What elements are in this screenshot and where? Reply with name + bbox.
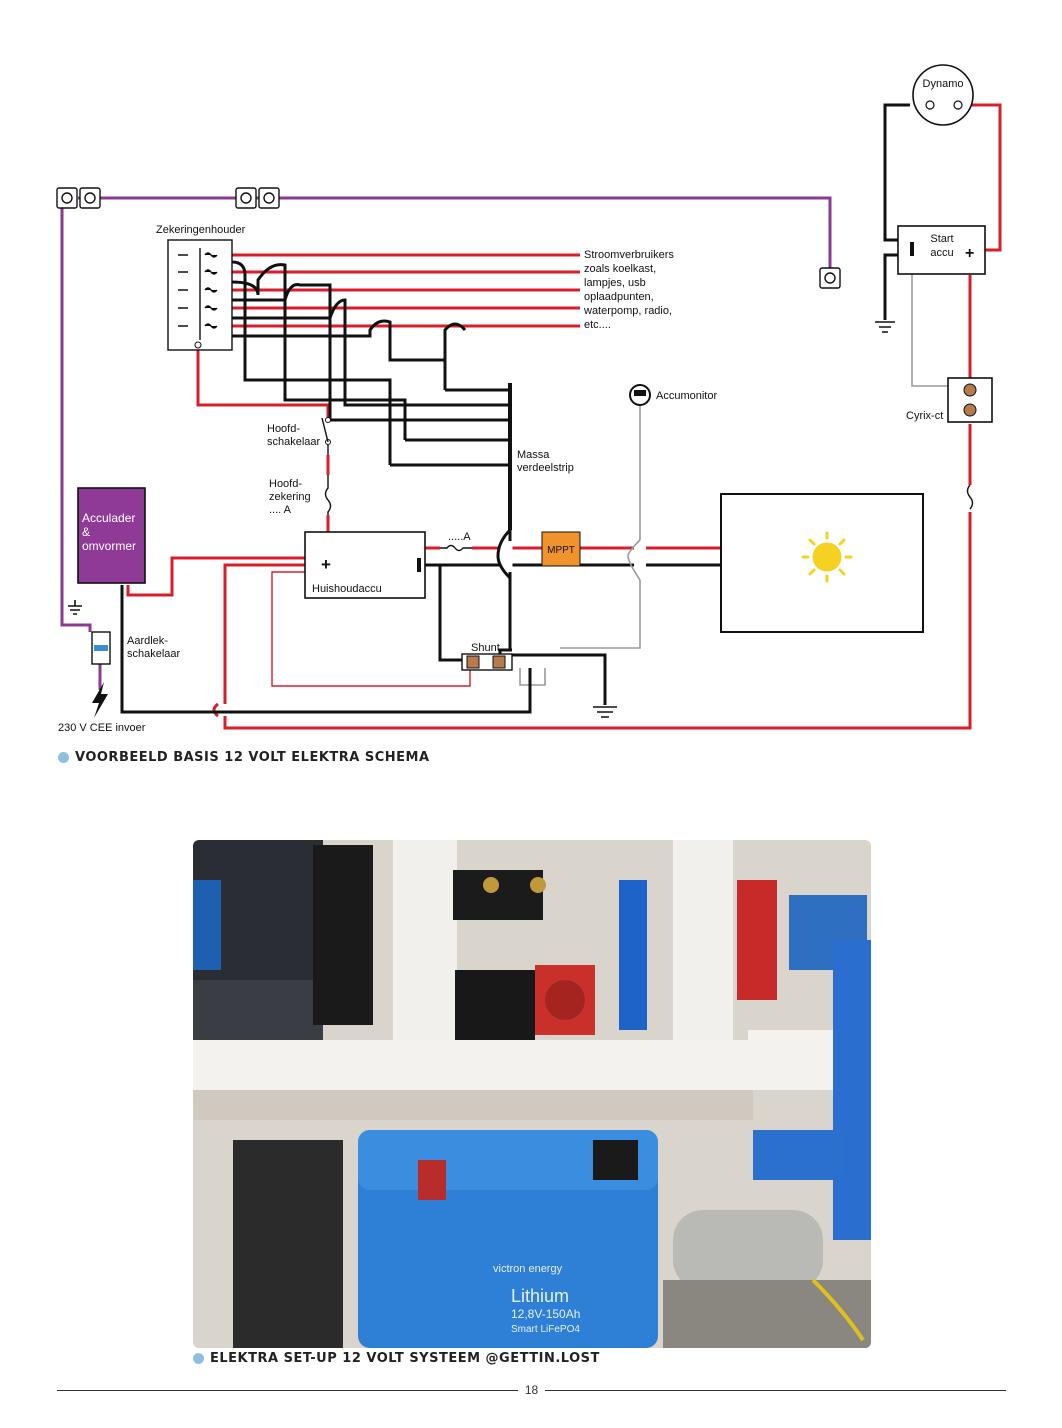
start-accu-label-2: accu xyxy=(930,247,953,259)
wall-sockets xyxy=(56,187,841,289)
shunt-label: Shunt xyxy=(471,642,500,654)
dynamo-label: Dynamo xyxy=(923,78,964,90)
footer-rule xyxy=(545,1390,1006,1391)
mppt-controller: MPPT xyxy=(541,531,581,567)
svg-text:.....A: .....A xyxy=(448,531,471,543)
svg-text:schakelaar: schakelaar xyxy=(127,648,181,660)
main-fuse: Hoofd- zekering .... A xyxy=(269,475,332,516)
fuse-holder: Zekeringenhouder xyxy=(156,224,246,351)
page-number: 18 xyxy=(524,1383,539,1397)
svg-text:12,8V-150Ah: 12,8V-150Ah xyxy=(511,1307,580,1321)
bullet-icon xyxy=(193,1353,204,1364)
ground-symbol xyxy=(68,321,895,718)
cyrix-ct: Cyrix-ct xyxy=(906,377,993,423)
solar-panel xyxy=(720,493,924,633)
installation-photo: victron energy Lithium 12,8V-150Ah Smart… xyxy=(193,840,871,1348)
svg-text:Stroomverbruikers: Stroomverbruikers xyxy=(584,249,674,261)
consumers-label: Stroomverbruikers zoals koelkast, lampje… xyxy=(583,249,674,331)
photo-caption: ELEKTRA SET-UP 12 VOLT SYSTEEM @GETTIN.L… xyxy=(193,1351,600,1366)
cyrix-label: Cyrix-ct xyxy=(906,410,943,422)
svg-text:MPPT: MPPT xyxy=(547,545,575,556)
inline-fuse: .....A xyxy=(440,531,472,552)
ac-wiring xyxy=(60,196,832,690)
shunt: Shunt xyxy=(461,642,513,671)
lightning-icon xyxy=(92,682,108,718)
svg-text:Lithium: Lithium xyxy=(511,1286,569,1306)
svg-text:Hoofd-: Hoofd- xyxy=(269,478,302,490)
accumonitor: Accumonitor xyxy=(629,384,717,406)
start-battery: Start accu + xyxy=(897,225,986,275)
svg-text:zoals koelkast,: zoals koelkast, xyxy=(584,263,656,275)
cee-label: 230 V CEE invoer xyxy=(58,722,146,734)
house-battery: + Huishoudaccu xyxy=(304,531,426,599)
svg-text:waterpomp, radio,: waterpomp, radio, xyxy=(583,305,672,317)
svg-text:Acculader: Acculader xyxy=(82,511,135,525)
accumonitor-label: Accumonitor xyxy=(656,390,717,402)
zekeringenhouder-label: Zekeringenhouder xyxy=(156,224,246,236)
ground-busbar-label: Massa verdeelstrip xyxy=(517,449,574,474)
svg-text:Aardlek-: Aardlek- xyxy=(127,635,168,647)
diagram-caption: VOORBEELD BASIS 12 VOLT ELEKTRA SCHEMA xyxy=(58,750,430,765)
bullet-icon xyxy=(58,752,69,763)
charger-inverter: Acculader & omvormer xyxy=(77,487,146,584)
footer-rule xyxy=(57,1390,518,1391)
svg-text:victron energy: victron energy xyxy=(493,1263,563,1275)
svg-text:Smart LiFePO4: Smart LiFePO4 xyxy=(511,1324,580,1335)
huishoudaccu-label: Huishoudaccu xyxy=(312,583,382,595)
start-accu-plus: + xyxy=(965,245,974,262)
start-accu-label-1: Start xyxy=(930,233,953,245)
svg-text:etc....: etc.... xyxy=(584,319,611,331)
svg-text:Massa: Massa xyxy=(517,449,550,461)
svg-text:lampjes, usb: lampjes, usb xyxy=(584,277,646,289)
signal-wiring xyxy=(519,262,948,686)
svg-text:omvormer: omvormer xyxy=(82,539,136,553)
svg-text:oplaadpunten,: oplaadpunten, xyxy=(584,291,654,303)
svg-text:schakelaar: schakelaar xyxy=(267,436,321,448)
electrical-schematic: Dynamo Start accu + Cyrix-ct Zekeringenh… xyxy=(56,64,1002,734)
svg-text:zekering: zekering xyxy=(269,491,311,503)
svg-text:verdeelstrip: verdeelstrip xyxy=(517,462,574,474)
svg-text:.... A: .... A xyxy=(269,504,292,516)
main-switch: Hoofd- schakelaar xyxy=(267,417,331,455)
svg-text:+: + xyxy=(321,555,331,574)
svg-text:Hoofd-: Hoofd- xyxy=(267,423,300,435)
dynamo: Dynamo xyxy=(912,64,974,126)
rcd-switch: Aardlek- schakelaar xyxy=(91,631,181,665)
svg-text:&: & xyxy=(82,525,90,539)
sun-icon xyxy=(801,531,853,583)
negative-wiring xyxy=(120,103,910,714)
